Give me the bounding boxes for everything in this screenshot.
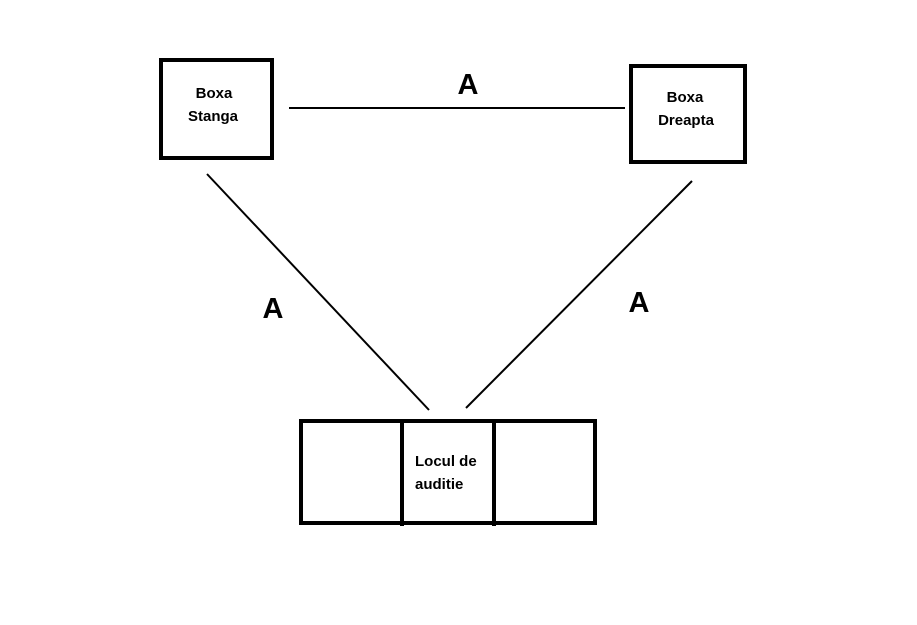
distance-label-left: A — [263, 293, 284, 325]
left-speaker-box — [159, 58, 274, 160]
right-speaker: Boxa Dreapta — [629, 64, 747, 164]
listening-position-box — [299, 419, 597, 525]
distance-label-right: A — [629, 287, 650, 319]
right-speaker-label-line1: Boxa — [667, 89, 704, 106]
right-speaker-box — [629, 64, 747, 164]
distance-label-top: A — [458, 69, 479, 101]
distance-line-left — [206, 173, 430, 411]
listening-position: Locul de auditie — [299, 419, 597, 526]
listening-position-label-line2: auditie — [415, 476, 463, 493]
left-speaker: Boxa Stanga — [159, 58, 274, 160]
right-speaker-label-line2: Dreapta — [658, 112, 715, 129]
left-speaker-label-line2: Stanga — [188, 108, 239, 125]
distance-line-right — [465, 180, 693, 409]
left-speaker-label-line1: Boxa — [196, 85, 233, 102]
listening-position-label-line1: Locul de — [415, 453, 477, 470]
